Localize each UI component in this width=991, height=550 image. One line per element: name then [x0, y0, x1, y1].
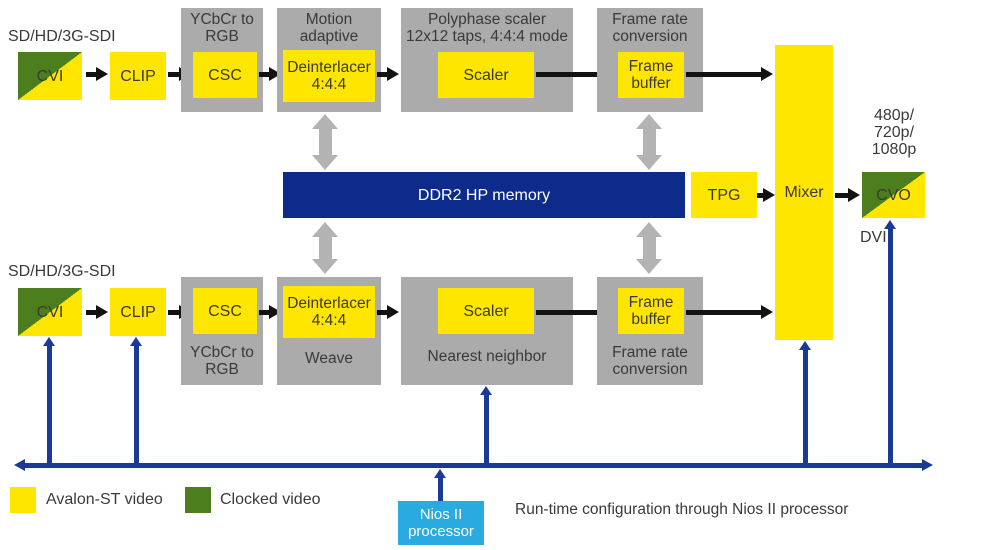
- arrow-clip-to-csc-top: [168, 67, 191, 81]
- arrow-deinterlacer-to-scaler-top: [377, 67, 399, 81]
- csc-caption-bottom: YCbCr to RGB: [190, 344, 254, 378]
- runtime-caption: Run-time configuration through Nios II p…: [515, 501, 849, 518]
- scaler-caption-top: Polyphase scaler 12x12 taps, 4:4:4 mode: [405, 11, 568, 45]
- nios-processor-block: Nios II processor: [398, 501, 484, 545]
- cvo-block: CVO: [862, 172, 925, 218]
- deinterlacer-caption-top: Motion adaptive: [299, 11, 359, 45]
- deinterlacer-block-bottom: Deinterlacer 4:4:4: [283, 286, 375, 338]
- arrow-mixer-to-cvo: [835, 188, 860, 202]
- cvi-block-top: CVI: [18, 52, 82, 100]
- memory-arrow-bottom-left: [312, 222, 338, 274]
- deinterlacer-block-top: Deinterlacer 4:4:4: [283, 50, 375, 102]
- dvi-label: DVI: [860, 229, 887, 246]
- arrow-framebuffer-to-mixer-top: [686, 67, 773, 81]
- arrow-scaler-to-framebuffer-bottom: [536, 305, 616, 319]
- clocked-legend-swatch: [185, 487, 211, 513]
- framebuffer-caption-bottom: Frame rate conversion: [612, 344, 688, 378]
- framebuffer-block-top: Frame buffer: [618, 52, 684, 98]
- deinterlacer-caption-bottom: Weave: [305, 350, 353, 367]
- input-label-bottom: SD/HD/3G-SDI: [8, 263, 116, 280]
- output-formats-label: 480p/ 720p/ 1080p: [871, 107, 917, 158]
- arrow-tpg-to-mixer: [757, 188, 775, 202]
- bus-arrow-to-scaler: [480, 386, 492, 466]
- arrow-clip-to-csc-bottom: [168, 305, 191, 319]
- arrow-scaler-to-framebuffer-top: [536, 67, 616, 81]
- arrow-csc-to-deinterlacer-top: [259, 67, 281, 81]
- scaler-block-bottom: Scaler: [438, 288, 534, 334]
- arrow-cvi-to-clip-top: [86, 67, 108, 81]
- nios-arrow-to-bus: [434, 469, 446, 503]
- framebuffer-block-bottom: Frame buffer: [618, 288, 684, 334]
- tpg-block: TPG: [691, 172, 757, 218]
- input-label-top: SD/HD/3G-SDI: [8, 28, 116, 45]
- arrow-framebuffer-to-mixer-bottom: [686, 305, 773, 319]
- arrow-csc-to-deinterlacer-bottom: [259, 305, 281, 319]
- csc-block-bottom: CSC: [193, 288, 257, 334]
- bus-arrow-to-clip: [130, 337, 142, 466]
- csc-block-top: CSC: [193, 52, 257, 98]
- cvi-block-bottom: CVI: [18, 288, 82, 336]
- memory-arrow-top-left: [312, 114, 338, 170]
- bus-arrow-to-mixer: [799, 341, 811, 466]
- clip-block-top: CLIP: [110, 52, 166, 100]
- arrow-deinterlacer-to-scaler-bottom: [377, 305, 399, 319]
- csc-caption-top: YCbCr to RGB: [190, 11, 254, 45]
- avalon-legend-label: Avalon-ST video: [46, 491, 163, 508]
- dvi-arrow-to-cvo: [884, 220, 896, 466]
- arrow-cvi-to-clip-bottom: [86, 305, 108, 319]
- mixer-block: Mixer: [775, 45, 833, 340]
- framebuffer-caption-top: Frame rate conversion: [612, 11, 688, 45]
- control-bus: [14, 459, 933, 471]
- ddr2-memory-block: DDR2 HP memory: [283, 172, 685, 218]
- scaler-block-top: Scaler: [438, 52, 534, 98]
- clip-block-bottom: CLIP: [110, 288, 166, 336]
- memory-arrow-top-right: [636, 114, 662, 170]
- scaler-caption-bottom: Nearest neighbor: [427, 348, 547, 365]
- bus-arrow-to-cvi: [43, 337, 55, 466]
- clocked-legend-label: Clocked video: [220, 491, 321, 508]
- memory-arrow-bottom-right: [636, 222, 662, 274]
- avalon-legend-swatch: [10, 487, 36, 513]
